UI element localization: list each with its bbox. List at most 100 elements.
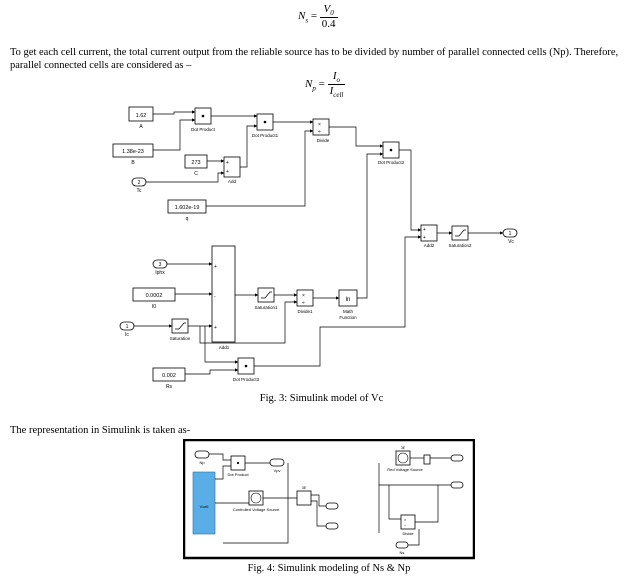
fig4-vcell-label: Vcell [200, 504, 209, 509]
divide1-block[interactable] [296, 289, 314, 307]
port-tc-label: Tc [137, 188, 143, 194]
const-b-label: B [131, 160, 135, 166]
const-q-block[interactable] [167, 199, 207, 214]
port-iphx-num: 3 [159, 262, 162, 268]
dot-product1-symbol [263, 120, 267, 124]
eq-ns-fraction: V0 0.4 [319, 3, 338, 31]
const-rs-block[interactable] [152, 367, 186, 382]
add-label: Add [228, 179, 237, 184]
out-vc-num: 1 [509, 231, 512, 237]
eq-ns-den: 0.4 [321, 18, 336, 31]
saturation1-block[interactable] [257, 287, 275, 303]
fig4-out-port-c[interactable] [450, 454, 464, 462]
dot-product3-label: Dot Product3 [233, 377, 260, 382]
eq-np-den: I [329, 85, 334, 98]
eq-np-num: I [332, 70, 337, 82]
port-iphx-label: Iphx [155, 270, 165, 276]
eq-ns-num: V [323, 3, 331, 15]
fig4-np-label: Np [199, 460, 205, 465]
port-tc-num: 2 [138, 180, 141, 186]
const-b-value: 1.38e-23 [122, 149, 144, 155]
eq-ns-equals: = [310, 10, 318, 23]
fig4-caption: Fig. 4: Simulink modeling of Ns & Np [247, 563, 411, 574]
fig4-dot-product-symbol [236, 461, 240, 465]
saturation1-icon [261, 291, 272, 299]
eq-ns-num-sub: 0 [330, 9, 334, 18]
fig4-out-port-a[interactable] [325, 502, 339, 510]
const-i0-label: I0 [152, 304, 156, 310]
const-i0-block[interactable] [132, 287, 176, 302]
saturation-block[interactable] [171, 318, 189, 334]
dot-product-symbol [201, 114, 205, 118]
fig4-dot-product-label: Dot Product [227, 472, 249, 477]
fig4-rvs-value: 3E [401, 446, 406, 450]
fig4-cvs-label: Controlled Voltage Source [233, 507, 280, 512]
math-function-label-2: Function [339, 315, 357, 320]
paragraph-parallel-cells: To get each cell current, the total curr… [10, 47, 619, 71]
port-ic-num: 1 [126, 324, 129, 330]
fig4-simulink-diagram: Np Dot Product Vpv Vcell Controlled Volt… [183, 439, 475, 560]
const-q-value: 1.602e-19 [175, 205, 200, 211]
fig4-out-vpv[interactable] [269, 458, 285, 467]
const-a-value: 1.62 [136, 113, 147, 119]
fig4-vcell-block[interactable] [192, 471, 216, 535]
saturation2-label: Saturation2 [448, 243, 472, 248]
fig4-out-port-d[interactable] [450, 481, 464, 489]
port-ic-label: Ic [125, 332, 129, 338]
fig4-out-port-b[interactable] [325, 522, 339, 530]
add1-plus-1: + [214, 264, 217, 270]
divide1-div-symbol: ÷ [302, 300, 305, 306]
dot-product2-label: Dot Product2 [378, 160, 405, 165]
add2-plus-1: + [423, 227, 426, 233]
const-rs-label: Rs [166, 384, 173, 390]
divide1-times-symbol: × [302, 293, 305, 299]
fig4-ctrl-value: 3E [302, 486, 307, 490]
fig4-converter-block[interactable] [296, 490, 312, 506]
const-i0-value: 0.0002 [146, 293, 163, 299]
const-a-label: A [139, 124, 143, 130]
fig4-divide-label: Divide [402, 531, 414, 536]
add1-plus-2: + [214, 325, 217, 331]
fig4-vpv-label: Vpv [274, 468, 281, 473]
eq-np-den-sub: cell [333, 91, 344, 100]
divide1-label: Divide1 [297, 309, 313, 314]
saturation1-label: Saturation1 [254, 305, 278, 310]
divide-div-symbol: ÷ [318, 129, 321, 135]
fig4-divide-div: ÷ [404, 523, 407, 528]
dot-product1-label: Dot Product1 [252, 133, 279, 138]
paragraph-representation: The representation in Simulink is taken … [10, 425, 191, 436]
saturation-icon [175, 322, 186, 330]
const-b-block[interactable] [112, 143, 154, 158]
equation-ns: Ns = V0 0.4 [298, 3, 338, 30]
add2-label: Add2 [424, 243, 435, 248]
fig4-divide-times: × [404, 517, 407, 522]
const-rs-value: 0.002 [162, 373, 176, 379]
eq-np-num-sub: o [336, 76, 341, 85]
out-vc-label: Vc [508, 239, 514, 245]
saturation2-icon [455, 229, 466, 237]
fig3-simulink-diagram: 1.62 A Dot Product Dot Product1 × ÷ Divi… [112, 106, 518, 390]
divide-times-symbol: × [318, 122, 321, 128]
add2-plus-2: + [423, 235, 426, 241]
add1-label: Add1 [219, 345, 230, 350]
divide-block[interactable] [312, 118, 330, 136]
const-q-label: q [186, 216, 189, 222]
fig4-rvs-label: Red Voltage Source [387, 467, 423, 472]
dot-product-label: Dot Product [191, 127, 216, 132]
divide-label: Divide [317, 138, 330, 143]
eq-ns-lhs-sub: s [305, 16, 309, 25]
fig4-cvs-symbol [250, 492, 262, 504]
math-function-label-1: Math [343, 309, 354, 314]
eq-np-lhs: N [305, 78, 313, 91]
add-plus-1: + [226, 160, 229, 166]
saturation2-block[interactable] [451, 225, 469, 241]
fig3-connections [134, 110, 504, 375]
eq-np-lhs-sub: p [312, 84, 316, 93]
fig4-rvs-symbol [397, 452, 409, 464]
fig4-in-port-1[interactable] [194, 450, 210, 459]
fig4-in-port-ns[interactable] [395, 541, 409, 549]
dot-product3-symbol [244, 364, 248, 368]
fig3-caption: Fig. 3: Simulink model of Vc [259, 393, 384, 404]
eq-ns-lhs: N [298, 10, 306, 23]
const-c-block[interactable] [184, 154, 208, 169]
